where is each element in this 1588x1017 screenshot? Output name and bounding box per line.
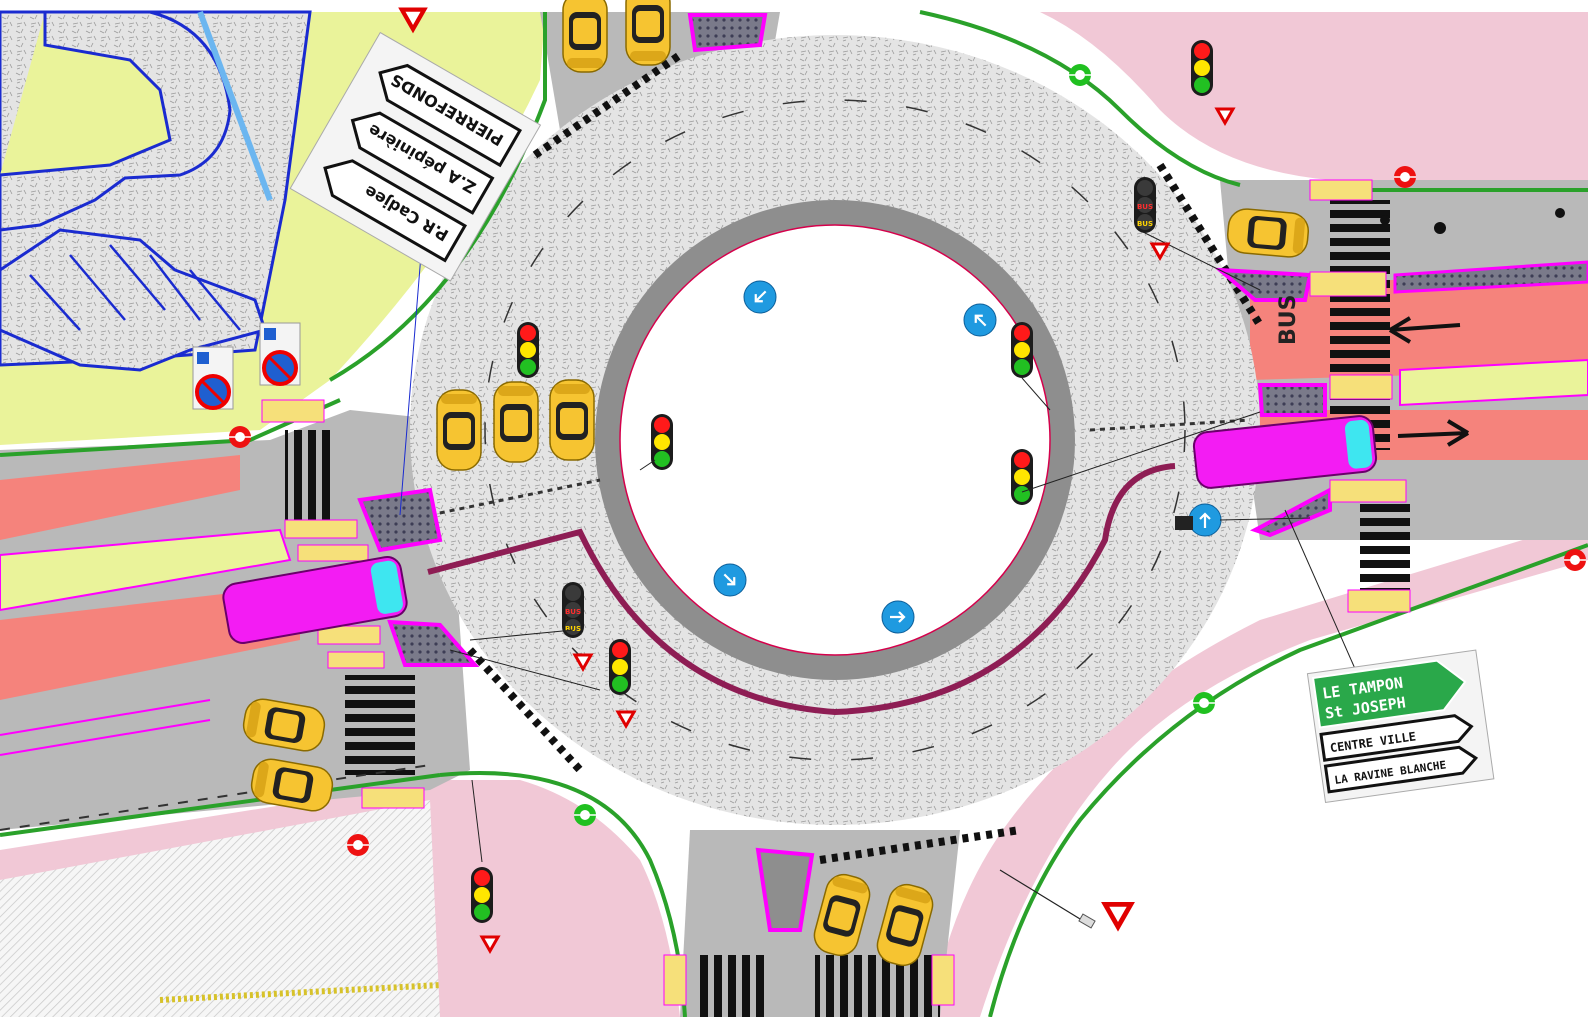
- camera-marker-icon: [1192, 691, 1216, 715]
- camera-marker-icon: [573, 803, 597, 827]
- camera-marker-icon: [1563, 548, 1587, 572]
- crosswalk-east-upper: [1330, 200, 1390, 450]
- traffic-light-icon: [471, 867, 493, 923]
- camera-marker-icon: [346, 833, 370, 857]
- traffic-light-icon: [651, 414, 673, 470]
- traffic-light-icon: [1191, 40, 1213, 96]
- traffic-light-icon: [517, 322, 539, 378]
- bus-icon: [222, 556, 408, 644]
- car-icon: [493, 381, 539, 463]
- car-icon: [562, 0, 608, 73]
- give-way-triangle-icon: [1105, 904, 1131, 926]
- no-parking-sign-icon: [192, 346, 234, 410]
- camera-marker-icon: [1068, 63, 1092, 87]
- direction-sign-left: P.R Cadjee Z.A pépinière PIERREFONDS: [289, 31, 542, 282]
- bus-traffic-light-icon: [562, 582, 584, 638]
- mandatory-direction-sign-icon: [1187, 502, 1223, 538]
- traffic-light-icon: [1011, 322, 1033, 378]
- crosswalk-east-lower: [1360, 500, 1410, 590]
- mandatory-direction-sign-icon: [880, 599, 916, 635]
- no-parking-sign-icon: [259, 322, 301, 386]
- car-icon: [549, 379, 595, 461]
- camera-marker-icon: [1393, 165, 1417, 189]
- bus-lane-label: BUS: [1276, 295, 1301, 345]
- camera-marker-icon: [228, 425, 252, 449]
- car-icon: [436, 389, 482, 471]
- bus-traffic-light-icon: [1134, 177, 1156, 233]
- car-icon: [625, 0, 671, 66]
- crosswalk-west: [285, 430, 335, 520]
- traffic-light-icon: [1011, 449, 1033, 505]
- bus-icon: [1192, 415, 1378, 489]
- direction-sign-right: LE TAMPON St JOSEPH CENTRE VILLE LA RAVI…: [1306, 649, 1495, 804]
- crosswalk-southwest: [345, 675, 415, 775]
- traffic-light-icon: [609, 639, 631, 695]
- car-icon: [1225, 206, 1311, 260]
- crosswalk-south: [700, 955, 940, 1017]
